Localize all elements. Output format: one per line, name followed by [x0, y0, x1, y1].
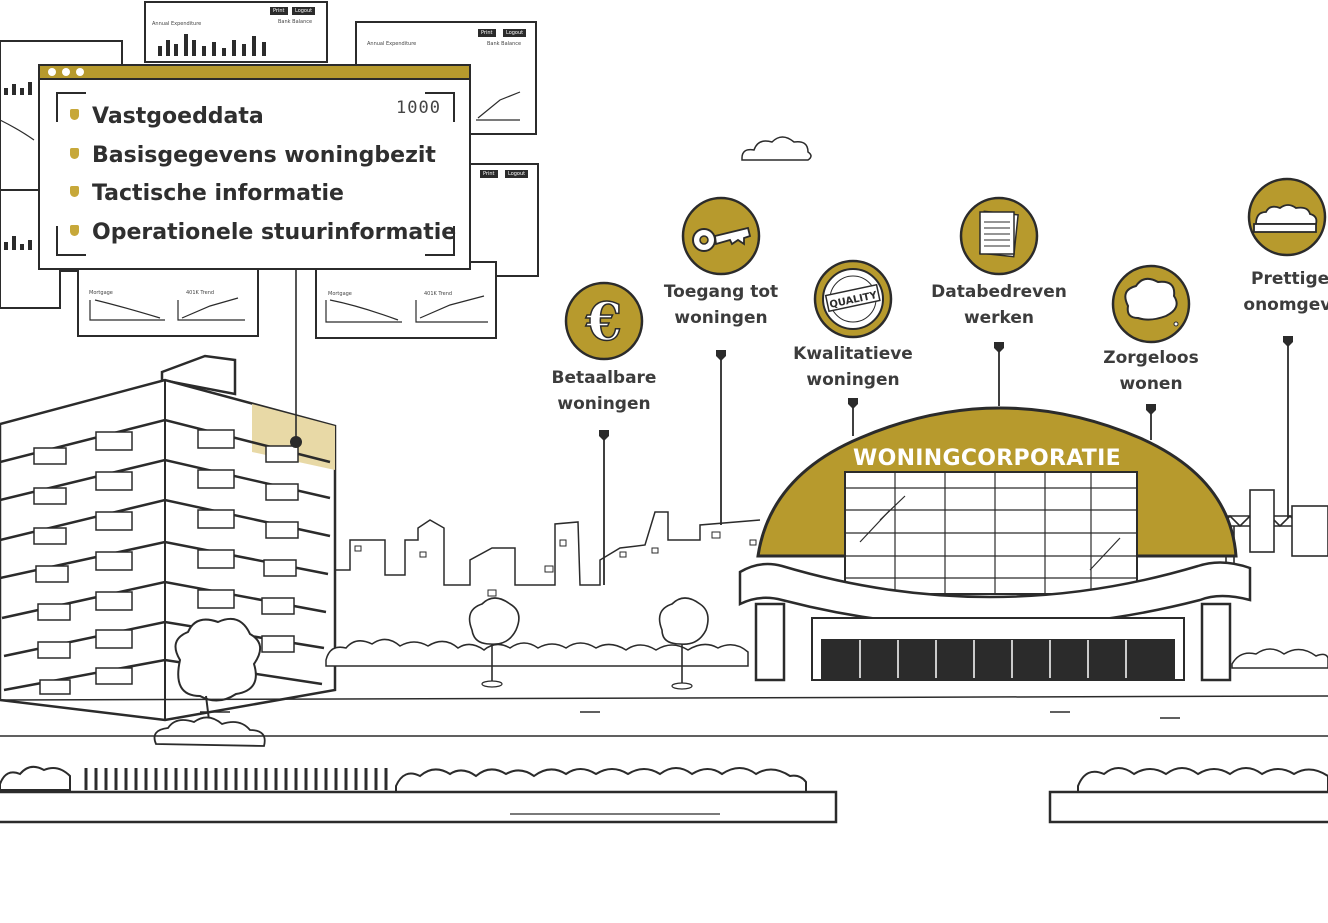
bank-balance-label: Bank Balance — [487, 41, 522, 47]
annual-expenditure-label: Annual Expenditure — [367, 41, 417, 47]
trend-label: 401K Trend — [424, 291, 453, 297]
benefit-label-line: Zorgeloos — [1103, 348, 1199, 368]
quality-seal-icon: QUALITY — [813, 259, 893, 339]
window-dot — [62, 68, 70, 76]
benefit-label: Toegang tot woningen — [656, 279, 786, 331]
apartment-building — [0, 354, 337, 722]
annual-expenditure-label: Annual Expenditure — [152, 21, 202, 27]
window-title-bar — [40, 66, 469, 80]
frame-corner — [56, 92, 86, 122]
benefit-label-line: Prettige — [1251, 269, 1328, 289]
benefit-label-line: werken — [963, 308, 1035, 328]
info-list-item: Basisgegevens woningbezit — [66, 137, 456, 176]
benefit-label: Kwalitatieve woningen — [788, 341, 918, 393]
benefit-label-line: Kwalitatieve — [793, 344, 913, 364]
print-button-mini: Print — [478, 29, 496, 37]
frame-corner — [425, 226, 455, 256]
frame-corner — [425, 92, 455, 122]
benefit-label-line: Betaalbare — [551, 368, 657, 388]
info-list-item: Tactische informatie — [66, 175, 456, 214]
logout-button-mini: Logout — [505, 170, 529, 178]
window-dot — [48, 68, 56, 76]
info-list-label: Tactische informatie — [92, 181, 344, 206]
trend-label: 401K Trend — [186, 290, 215, 296]
benefit-label-line: woningen — [806, 370, 900, 390]
shield-bullet-icon — [70, 224, 79, 236]
info-card: 1000 Vastgoeddata Basisgegevens woningbe… — [38, 64, 471, 270]
cloud-icon — [1111, 264, 1191, 344]
bank-balance-label: Bank Balance — [278, 19, 313, 25]
benefit-label: Betaalbare woningen — [544, 365, 664, 417]
benefit-label-line: Databedreven — [931, 282, 1067, 302]
print-button-mini: Print — [270, 7, 288, 15]
info-list-label: Basisgegevens woningbezit — [92, 142, 436, 168]
key-icon — [681, 196, 761, 276]
info-list-label: Operationele stuurinformatie — [92, 219, 457, 245]
benefit-label: Databedreven werken — [929, 279, 1069, 331]
info-list-item: Operationele stuurinformatie — [66, 214, 456, 253]
mortgage-label: Mortgage — [328, 291, 352, 297]
mortgage-label: Mortgage — [89, 290, 113, 296]
info-list: Vastgoeddata Basisgegevens woningbezit T… — [66, 98, 456, 252]
benefit-label-line: woningen — [557, 394, 651, 414]
counter-display: 1000 — [396, 98, 441, 118]
benefit-label-line: wonen — [1119, 374, 1183, 394]
logout-button-mini: Logout — [503, 29, 527, 37]
info-list-label: Vastgoeddata — [92, 104, 264, 129]
benefit-label-line: woonomgev — [1244, 295, 1328, 315]
shield-bullet-icon — [70, 186, 79, 197]
info-list-item: Vastgoeddata — [66, 98, 456, 137]
shield-bullet-icon — [70, 147, 79, 159]
benefit-label: Prettige woonomgev — [1244, 266, 1328, 318]
hedge-icon — [1247, 177, 1327, 257]
euro-icon: € — [564, 281, 644, 361]
frame-corner — [56, 226, 86, 256]
benefit-label-line: Toegang tot — [663, 282, 779, 302]
shield-bullet-icon — [70, 109, 79, 120]
benefit-label-line: woningen — [674, 308, 768, 328]
window-dot — [76, 68, 84, 76]
logout-button-mini: Logout — [292, 7, 316, 15]
benefit-label: Zorgeloos wonen — [1096, 345, 1206, 397]
print-button-mini: Print — [480, 170, 498, 178]
documents-icon — [959, 196, 1039, 276]
headquarters-title: WONINGCORPORATIE — [853, 446, 1121, 471]
svg-text:€: € — [585, 292, 622, 353]
